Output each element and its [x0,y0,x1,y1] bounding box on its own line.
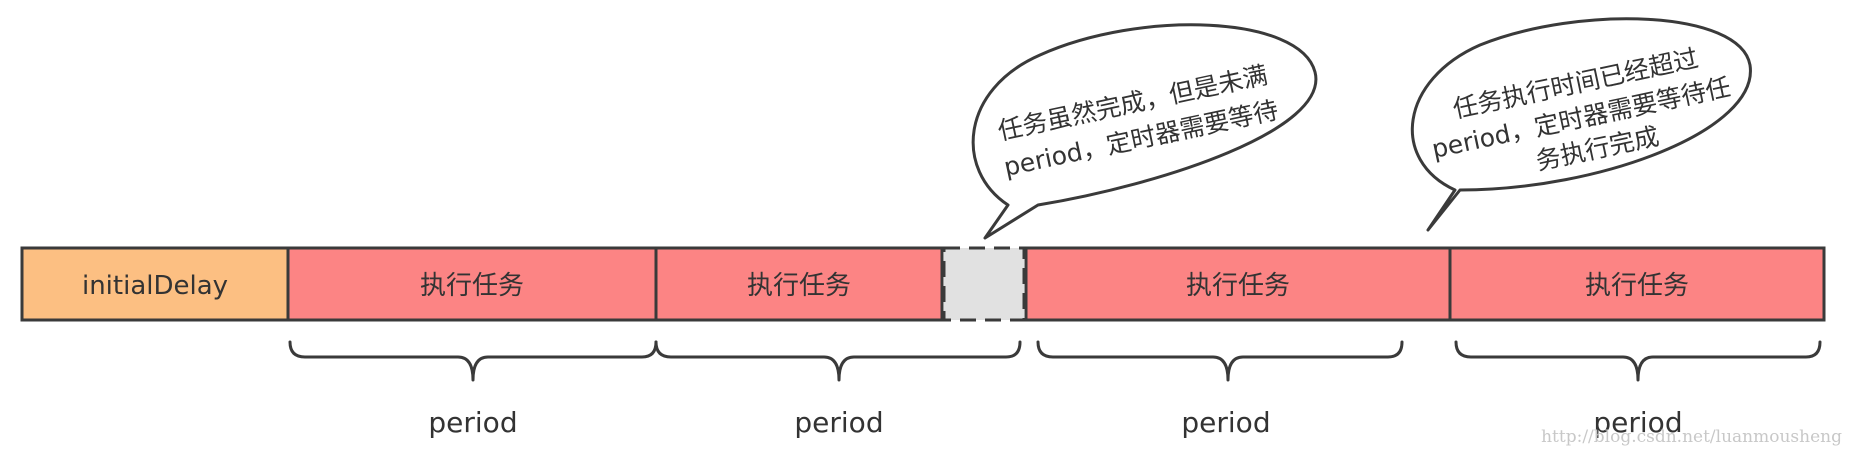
segment-task-1 [286,246,658,322]
period-label-2: period [794,406,883,439]
segment-task-2 [654,246,944,322]
period-label-4: period [1593,406,1682,439]
period-brace-4: period [1454,340,1822,439]
period-brace-1: period [288,340,658,439]
speech-bubble-1-shape [971,23,1318,240]
brace-4-shape [1454,340,1822,382]
segment-task-4-label: 执行任务 [1585,271,1689,301]
brace-1-shape [288,340,658,382]
segment-task-3 [1024,246,1452,322]
brace-3-shape [1036,340,1404,382]
speech-bubble-1: 任务虽然完成，但是未满 period，定时器需要等待 [971,23,1318,240]
timeline-bar: initialDelay 执行任务 执行任务 执行任务 执行任务 [20,246,1826,322]
segment-wait-idle [942,246,1026,322]
segment-task-4 [1448,246,1826,322]
segment-task-2-label: 执行任务 [747,271,851,301]
segment-initial-delay-label: initialDelay [82,271,228,301]
speech-bubble-2: 任务执行时间已经超过 period，定时器需要等待任 务执行完成 [1410,17,1752,232]
period-label-1: period [428,406,517,439]
period-brace-3: period [1036,340,1404,439]
segment-task-1-label: 执行任务 [420,271,524,301]
period-label-3: period [1181,406,1270,439]
brace-2-shape [654,340,1022,382]
segment-task-3-label: 执行任务 [1186,271,1290,301]
watermark-url: http://blog.csdn.net/luanmousheng [1541,427,1842,447]
speech-bubble-2-shape [1410,17,1752,232]
period-brace-2: period [654,340,1022,439]
